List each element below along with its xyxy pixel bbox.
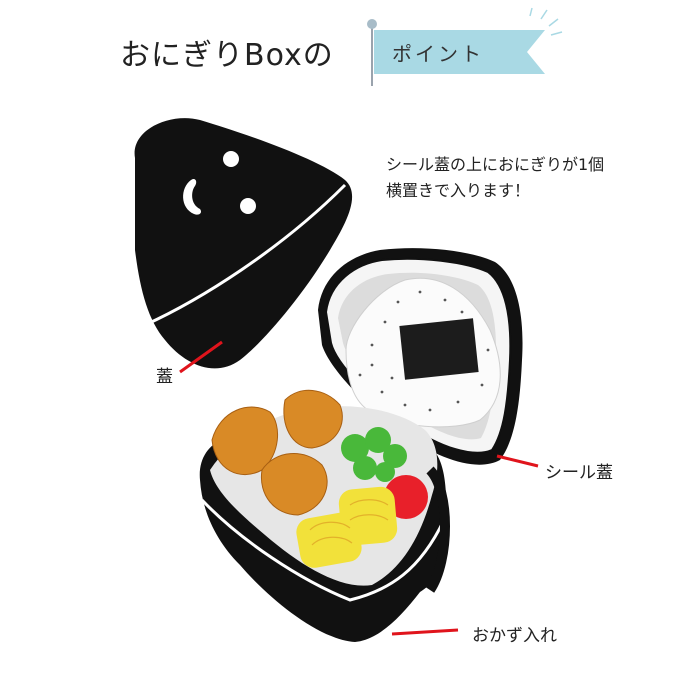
broccoli-icon [341,427,407,482]
tamagoyaki-icon [296,486,398,568]
page-title: おにぎりBoxの [120,38,334,73]
nori-icon [399,318,479,380]
seal-lid-pointer [496,454,539,468]
lid-shape [134,118,353,369]
flag-label: ポイント [392,42,484,66]
flag-banner [367,7,563,86]
lid-pointer [179,340,223,374]
karaage-icon [211,389,343,516]
side-dish-pointer [391,628,459,636]
face-mouth-icon [183,178,202,215]
face-eye-icon [223,151,239,167]
description-line: 横置きで入ります！ [386,181,531,200]
lid-label: 蓋 [156,367,173,387]
description-line: シール蓋の上におにぎりが1個 [386,155,605,174]
seal-lid-shape [318,248,523,465]
face-eye-icon [240,198,256,214]
seal-lid-label: シール蓋 [545,463,613,483]
side-dish-box-shape [199,389,450,642]
sparkle-icon [529,7,563,36]
side-dish-box-label: おかず入れ [472,626,557,646]
description: シール蓋の上におにぎりが1個 横置きで入ります！ [386,152,604,204]
